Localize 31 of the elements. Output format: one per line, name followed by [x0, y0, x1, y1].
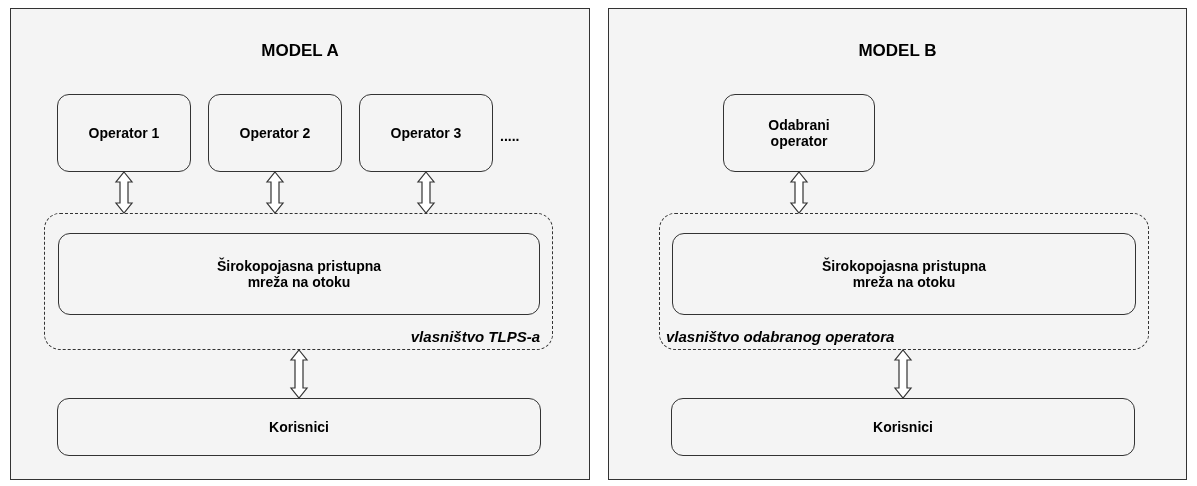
process-box: [672, 233, 1136, 315]
box-label: Korisnici: [269, 419, 329, 435]
box-label: Širokopojasna pristupna mreža na otoku: [215, 258, 383, 290]
double-arrow: [893, 349, 913, 399]
process-box: [359, 94, 493, 172]
ellipsis-text: .....: [500, 128, 520, 144]
model-panel: [608, 8, 1187, 480]
process-box: [57, 398, 541, 456]
box-label: Operator 2: [239, 125, 311, 141]
double-arrow: [789, 171, 809, 214]
ownership-note: vlasništvo odabranog operatora: [666, 328, 895, 345]
box-label: Operator 1: [88, 125, 160, 141]
model-panel: [10, 8, 590, 480]
process-box: [57, 94, 191, 172]
double-arrow: [289, 349, 309, 399]
box-label: Korisnici: [873, 419, 933, 435]
box-label: Širokopojasna pristupna mreža na otoku: [820, 258, 988, 290]
panel-title: MODEL A: [260, 41, 340, 61]
double-arrow: [114, 171, 134, 214]
box-label: Operator 3: [390, 125, 462, 141]
process-box: [671, 398, 1135, 456]
process-box: [208, 94, 342, 172]
panel-title: MODEL B: [857, 41, 938, 61]
box-label: Odabrani operator: [767, 117, 831, 149]
process-box: [58, 233, 540, 315]
double-arrow: [416, 171, 436, 214]
process-box: [723, 94, 875, 172]
ownership-group: [44, 213, 553, 350]
ownership-group: [659, 213, 1149, 350]
double-arrow: [265, 171, 285, 214]
ownership-note: vlasništvo TLPS-a: [410, 328, 540, 345]
